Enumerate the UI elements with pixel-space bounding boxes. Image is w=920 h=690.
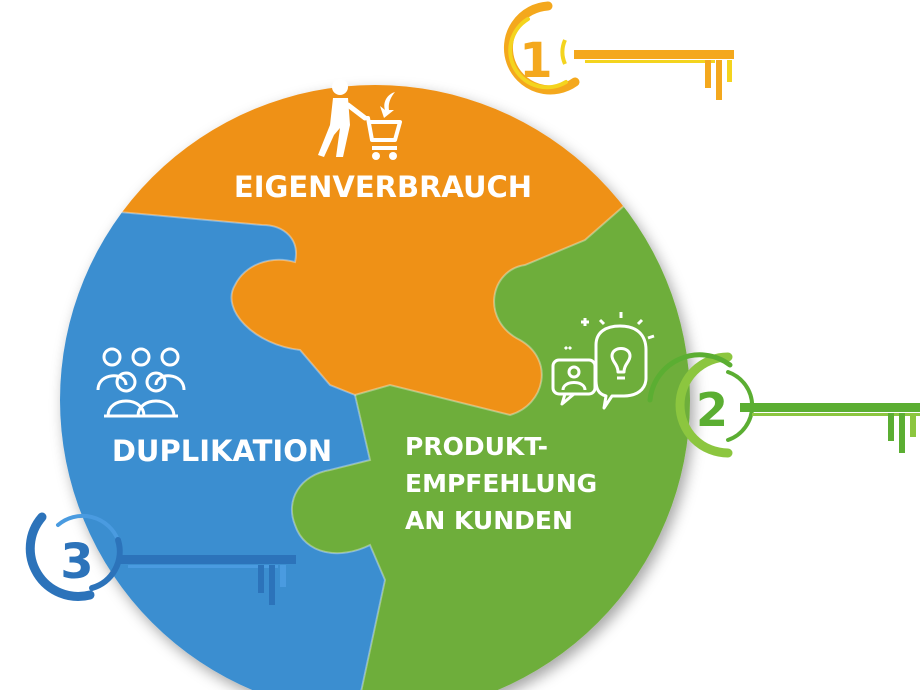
key-1: 1 [503,1,734,100]
segment-duplikation [60,210,385,690]
key-2: 2 [647,352,920,458]
key-3-number: 3 [60,534,93,590]
label-duplikation: DUPLIKATION [112,434,332,468]
idea-chat-icon [551,312,655,410]
label-line-3: AN KUNDEN [405,506,573,535]
label-produktempfehlung: PRODUKT- EMPFEHLUNG AN KUNDEN [405,432,597,535]
cart-person-icon [318,79,402,160]
key-3: 3 [25,512,296,605]
key-1-number: 1 [519,33,552,89]
label-eigenverbrauch: EIGENVERBRAUCH [234,170,532,204]
label-line-2: EMPFEHLUNG [405,469,597,498]
key-2-number: 2 [696,383,728,437]
label-line-1: PRODUKT- [405,432,548,461]
group-people-icon [96,347,186,418]
